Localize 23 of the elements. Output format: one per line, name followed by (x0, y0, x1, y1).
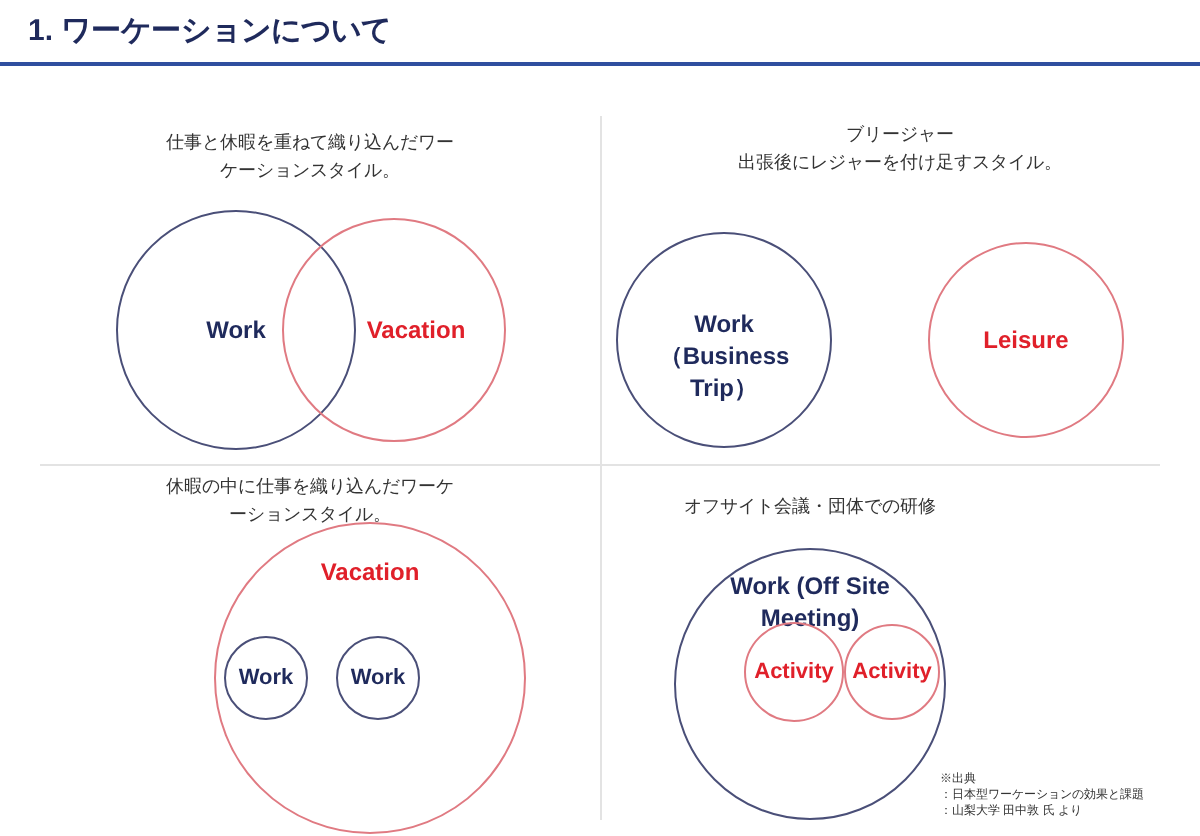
circle (928, 242, 1124, 438)
caption-text: オフサイト会議・団体での研修 (682, 494, 938, 520)
circle-label: Work (Off Site Meeting) (728, 570, 892, 634)
circle (116, 210, 356, 450)
circle-label: Work （Business Trip） (656, 308, 792, 404)
circle (336, 636, 420, 720)
circle (224, 636, 308, 720)
circle-label: Vacation (364, 314, 468, 346)
circle-label: Activity (752, 658, 836, 688)
page-title: 1. ワーケーションについて (28, 12, 392, 50)
caption-text: 出張後にレジャーを付け足すスタイル。 (736, 150, 1064, 176)
circle-label: Work (236, 664, 296, 694)
circle-label: Leisure (981, 324, 1071, 356)
circle-label: Activity (850, 658, 934, 688)
heading-text: ブリージャー (844, 122, 956, 148)
circle (214, 522, 526, 834)
circle (282, 218, 506, 442)
circle-label: Vacation (318, 556, 422, 588)
circle-label: Work (204, 314, 268, 346)
caption-text: 休暇の中に仕事を織り込んだワーケーションスタイル。 (164, 474, 456, 528)
circle (616, 232, 832, 448)
caption-text: 仕事と休暇を重ねて織り込んだワーケーションスタイル。 (164, 130, 456, 184)
circle-label: Work (348, 664, 408, 694)
